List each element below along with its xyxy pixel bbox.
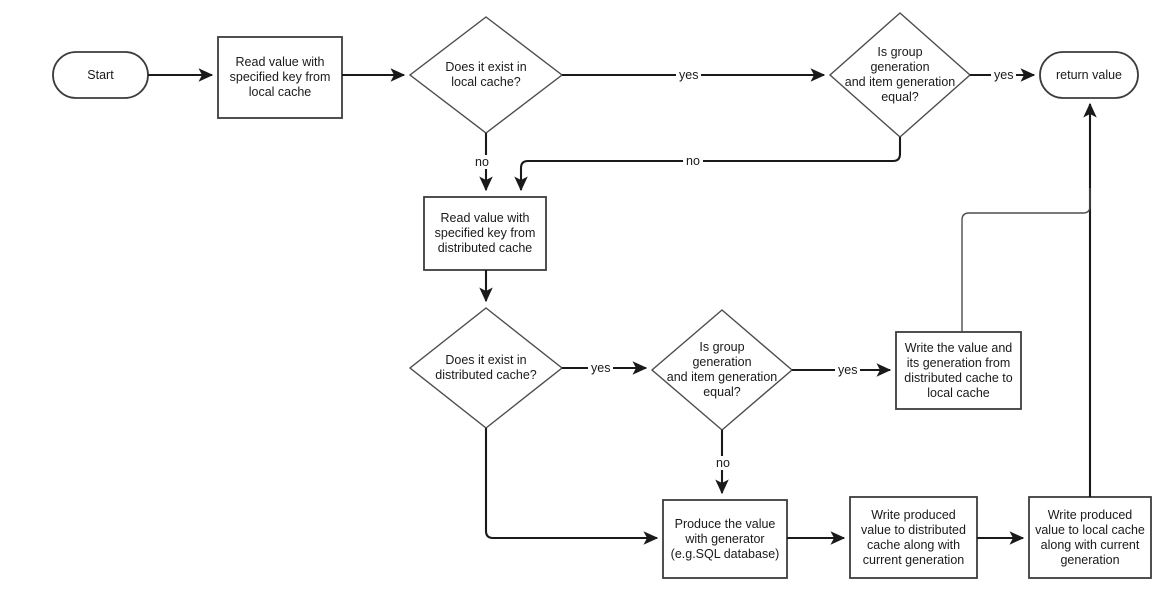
node-produce-value-shape: [662, 499, 788, 579]
node-read-local-shape: [217, 36, 343, 119]
edge-label-gen-equal-distributed-yes: yes: [835, 363, 861, 377]
edge-label-exists-distributed-yes: yes: [588, 361, 614, 375]
edge-write-local-from-distributed-to-return-value: [961, 188, 1091, 332]
edge-label-exists-local-yes: yes: [676, 68, 702, 82]
node-gen-equal-local-shape: [828, 12, 972, 138]
edge-label-gen-equal-distributed-no: no: [713, 456, 733, 470]
node-write-local-from-distributed-shape: [895, 331, 1022, 410]
edge-gen-equal-local-no: [514, 137, 902, 192]
node-return-value-shape: [1039, 51, 1139, 99]
edge-label-gen-equal-local-no: no: [683, 154, 703, 168]
edge-exists-distributed-no: [484, 428, 659, 545]
node-start-shape: [52, 51, 149, 99]
edge-label-gen-equal-local-yes: yes: [991, 68, 1017, 82]
node-exists-distributed-shape: [408, 307, 564, 429]
node-exists-local-shape: [408, 16, 564, 134]
node-write-distributed-shape: [849, 496, 978, 579]
node-write-local-shape: [1028, 496, 1152, 579]
node-gen-equal-distributed-shape: [650, 309, 794, 431]
node-read-distributed-shape: [423, 196, 547, 271]
edge-label-exists-local-no: no: [472, 155, 492, 169]
